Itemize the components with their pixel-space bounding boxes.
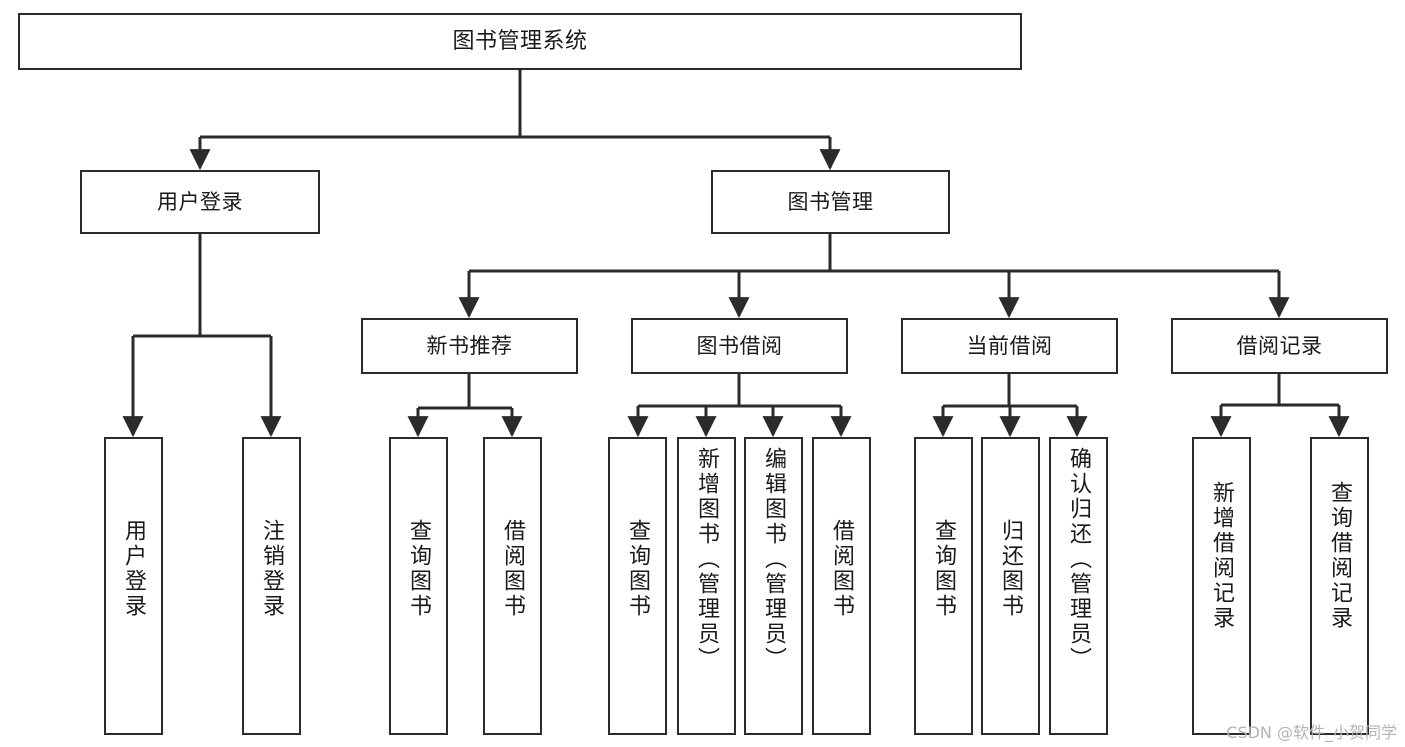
node-book-borrow[interactable]: 图书借阅: [631, 318, 848, 374]
node-label: 查询图书: [406, 519, 432, 619]
node-label: 图书借阅: [696, 333, 783, 358]
leaf-logout-login[interactable]: 注销登录: [242, 437, 301, 735]
leaf-edit-book[interactable]: 编辑图书（管理员）: [744, 437, 803, 735]
leaf-query-book-borrow[interactable]: 查询图书: [608, 437, 667, 735]
node-label: 新增图书（管理员）: [694, 447, 720, 672]
node-label: 当前借阅: [966, 333, 1053, 358]
node-user-login[interactable]: 用户登录: [80, 170, 320, 234]
leaf-borrow-book[interactable]: 借阅图书: [812, 437, 871, 735]
node-current-borrow[interactable]: 当前借阅: [901, 318, 1118, 374]
node-new-book-recommend[interactable]: 新书推荐: [361, 318, 578, 374]
node-borrow-record[interactable]: 借阅记录: [1171, 318, 1388, 374]
csdn-watermark: CSDN @软件_小贺同学: [1226, 723, 1397, 742]
leaf-query-book-recommend[interactable]: 查询图书: [389, 437, 448, 735]
node-label: 用户登录: [121, 519, 147, 619]
leaf-query-book-current[interactable]: 查询图书: [914, 437, 973, 735]
node-label: 归还图书: [998, 519, 1024, 619]
leaf-user-login[interactable]: 用户登录: [104, 437, 163, 735]
leaf-query-borrow-record[interactable]: 查询借阅记录: [1310, 437, 1369, 735]
node-label: 图书管理系统: [452, 28, 588, 54]
node-label: 图书管理: [787, 189, 874, 214]
node-label: 注销登录: [259, 519, 285, 619]
node-label: 编辑图书（管理员）: [761, 447, 787, 672]
node-label: 借阅图书: [829, 519, 855, 619]
node-label: 新增借阅记录: [1209, 481, 1235, 631]
node-label: 新书推荐: [426, 333, 513, 358]
leaf-return-book[interactable]: 归还图书: [981, 437, 1040, 735]
leaf-add-borrow-record[interactable]: 新增借阅记录: [1192, 437, 1251, 735]
node-label: 查询图书: [625, 519, 651, 619]
node-label: 确认归还（管理员）: [1066, 447, 1092, 672]
leaf-borrow-book-recommend[interactable]: 借阅图书: [483, 437, 542, 735]
node-label: 用户登录: [157, 189, 243, 214]
node-label: 查询借阅记录: [1327, 481, 1353, 631]
node-book-manage[interactable]: 图书管理: [711, 170, 950, 234]
leaf-add-book[interactable]: 新增图书（管理员）: [677, 437, 736, 735]
leaf-confirm-return[interactable]: 确认归还（管理员）: [1049, 437, 1108, 735]
node-label: 查询图书: [931, 519, 957, 619]
node-label: 借阅记录: [1236, 333, 1323, 358]
node-book-management-system[interactable]: 图书管理系统: [18, 13, 1022, 70]
node-label: 借阅图书: [500, 519, 526, 619]
